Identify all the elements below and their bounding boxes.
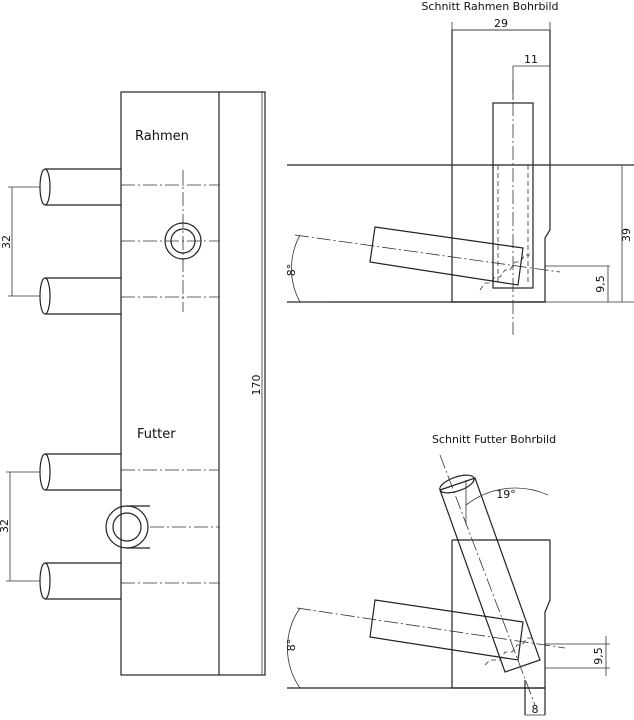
lining-pin-spacing-label: 32: [0, 519, 11, 533]
lining-pin-dimension: 32: [0, 471, 40, 582]
lining-section-title: Schnitt Futter Bohrbild: [432, 433, 556, 446]
front-view: 32 Rahmen 32: [0, 91, 266, 676]
lining-pin-lower: [39, 562, 121, 600]
frame-angle-label: 8°: [285, 264, 298, 277]
frame-width-label: 29: [494, 17, 508, 30]
lining-angled-bore: [296, 599, 566, 666]
lining-label: Futter: [137, 427, 176, 442]
total-length-dimension: 170: [250, 92, 263, 675]
lining-section-view: Schnitt Futter Bohrbild 19° 8°: [285, 433, 610, 716]
total-length-label: 170: [250, 375, 263, 396]
frame-pin-dimension: 32: [0, 186, 40, 297]
lining-depth-dimension: 9,5: [545, 636, 610, 676]
frame-offset-dimension: 11: [512, 53, 551, 100]
lining-offset-dimension: 8: [525, 703, 545, 716]
lining-offset-label: 8: [532, 703, 539, 716]
frame-angle-dimension: 8°: [285, 234, 330, 303]
lining-tilt-label: 19°: [496, 488, 516, 501]
frame-angled-bore: [294, 226, 561, 291]
frame-pin-spacing-label: 32: [0, 235, 13, 249]
frame-width-dimension: 29: [451, 17, 551, 31]
lining-angle-label: 8°: [285, 639, 298, 652]
frame-pin-lower: [39, 277, 121, 315]
frame-profile-outline: [451, 30, 551, 303]
frame-bore: [164, 222, 202, 260]
frame-offset-label: 11: [524, 53, 538, 66]
lining-bore: [105, 505, 150, 549]
frame-section-title: Schnitt Rahmen Bohrbild: [421, 0, 558, 13]
frame-height-label: 39: [620, 228, 633, 242]
frame-vertical-pin: [492, 80, 534, 335]
frame-depth-label: 9,5: [594, 275, 607, 293]
lining-tilted-pin: [439, 454, 541, 706]
frame-section-view: Schnitt Rahmen Bohrbild 29: [285, 0, 634, 335]
frame-label: Rahmen: [135, 129, 189, 144]
lining-profile-outline: [451, 540, 551, 689]
body-outline: [120, 91, 266, 676]
lining-tilt-dimension: 19°: [465, 480, 549, 525]
frame-depth-dimension: 9,5: [545, 265, 610, 302]
frame-pin-upper: [39, 168, 121, 206]
lining-angle-dimension: 8°: [285, 607, 301, 689]
lining-depth-label: 9,5: [592, 647, 605, 665]
lining-pin-upper: [39, 453, 121, 491]
frame-height-dimension: 39: [545, 164, 634, 303]
